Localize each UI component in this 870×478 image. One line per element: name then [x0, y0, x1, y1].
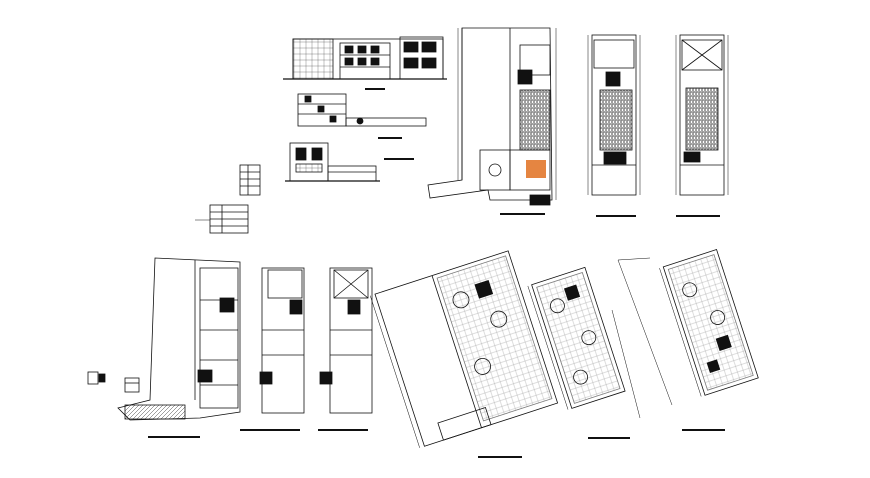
floor-plan-a	[240, 267, 305, 431]
rotated-plan-3	[659, 249, 759, 397]
ground-floor-plan	[427, 27, 557, 215]
rotated-plan-2	[527, 266, 626, 410]
floor-plan-b	[318, 267, 373, 431]
upper-floor-plan-1	[587, 34, 641, 217]
building-section	[297, 93, 427, 139]
front-elevation	[283, 36, 447, 90]
side-elevation	[285, 142, 414, 182]
rotated-plan-1	[370, 250, 559, 448]
symbol-legend	[87, 371, 140, 393]
upper-floor-plan-2	[675, 34, 729, 217]
dimension-lines	[611, 257, 673, 419]
legend-box	[195, 164, 261, 234]
basement-plan	[117, 257, 241, 438]
